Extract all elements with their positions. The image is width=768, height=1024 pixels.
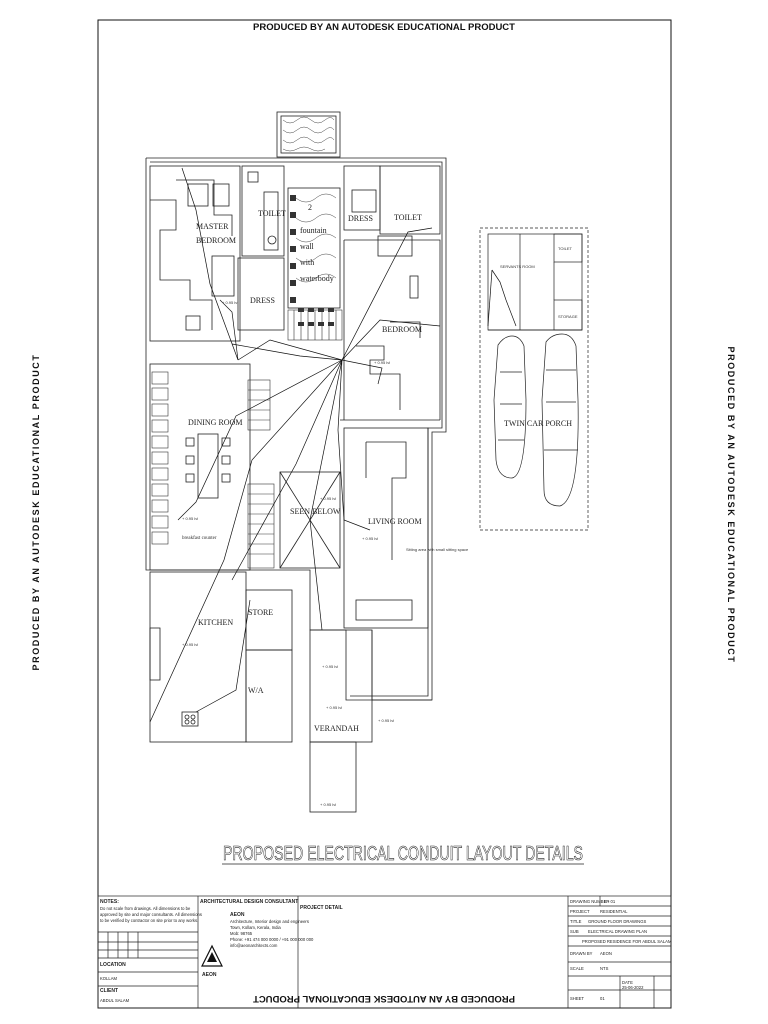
car-porch-annex [479, 227, 589, 531]
consultant-line-2: Town, Kollam, Kerala, India [230, 925, 281, 930]
sheet-value-1: E - 01 [604, 899, 616, 904]
watermark-top: PRODUCED BY AN AUTODESK EDUCATIONAL PROD… [253, 22, 515, 33]
courtyard-label-2: wall [300, 242, 315, 251]
sheet-label-8: DATE [622, 980, 633, 985]
point-tag: + 0.95 lvl [182, 642, 198, 647]
sheet-value-4: ELECTRICAL DRAWING PLAN [588, 929, 647, 934]
sheet-label-2: PROJECT [570, 909, 590, 914]
sheet-value-6: AEON [600, 951, 612, 956]
point-tag: + 0.95 lvl [182, 516, 198, 521]
point-tag: + 0.95 lvl [362, 536, 378, 541]
consultant-line-3: Mob: 98765 [230, 931, 253, 936]
room-label-store: STORE [248, 608, 273, 617]
room-label-dining: DINING ROOM [188, 418, 242, 427]
client-name: ABDUL SALAM [100, 998, 130, 1003]
point-tag: + 0.95 lvl [326, 705, 342, 710]
room-label-master-1: MASTER [196, 222, 229, 231]
roof-hatch [282, 116, 337, 283]
label-seen-below: SEEN BELOW [290, 507, 341, 516]
consultant-heading: ARCHITECTURAL DESIGN CONSULTANT [200, 899, 298, 905]
room-label-living: LIVING ROOM [368, 517, 422, 526]
sheet-label-7: SCALE [570, 966, 584, 971]
location-heading: LOCATION [100, 962, 126, 968]
room-label-kitchen: KITCHEN [198, 618, 233, 627]
courtyard-label-3: with [300, 258, 314, 267]
logo-text: AEON [202, 972, 217, 978]
sheet-value-2: RESIDENTIAL [600, 909, 628, 914]
drawing-title: PROPOSED ELECTRICAL CONDUIT LAYOUT DETAI… [223, 843, 583, 865]
room-label-bedroom: BEDROOM [382, 325, 422, 334]
consultant-line-1: Architecture, Interior design and engine… [230, 919, 309, 924]
notes-line-2: approved by site and major consultants. … [100, 912, 202, 917]
project-heading: PROJECT DETAIL [300, 905, 343, 911]
courtyard-pattern [290, 195, 334, 326]
courtyard-label-4: waterbody [300, 274, 334, 283]
client-heading: CLIENT [100, 988, 118, 994]
courtyard-label-1: fountain [300, 226, 327, 235]
notes-line-1: Do not scale from drawings. All dimensio… [100, 906, 191, 911]
sheet-label-4: SUB [570, 929, 579, 934]
sheet-label-6: DRAWN BY [570, 951, 593, 956]
room-label-servants: SERVANTS ROOM [500, 264, 535, 269]
courtyard-number: 2 [308, 203, 312, 212]
sheet-label-1: DRAWING NUMBER [570, 899, 609, 904]
room-label-master-2: BEDROOM [196, 236, 236, 245]
location-value: KOLLAM [100, 976, 118, 981]
point-tag: + 0.95 lvl [322, 664, 338, 669]
room-label-dress-left: DRESS [250, 296, 275, 305]
room-label-toilet-small: TOILET [558, 246, 572, 251]
room-label-toilet-right: TOILET [394, 213, 422, 222]
consultant-line-4: Phone: +91 474 000 0000 / +91 000 000 00… [230, 937, 314, 942]
consultant-line-5: info@aeonarchitects.com [230, 943, 278, 948]
sheet-value-7: NTS [600, 966, 609, 971]
title-block-frame [97, 895, 672, 1009]
room-label-verandah: VERANDAH [314, 724, 359, 733]
conduit-lines [149, 167, 517, 723]
sheet-label-3: TITLE [570, 919, 582, 924]
label-breakfast-counter: breakfast counter [182, 536, 217, 541]
sheet-label-9: SHEET [570, 996, 584, 1001]
point-tag: + 0.95 lvl [374, 360, 390, 365]
room-label-toilet-left: TOILET [258, 209, 286, 218]
sheet-value-3: GROUND FLOOR DRAWINGS [588, 919, 646, 924]
sheet-value-8: 25-06-2022 [622, 985, 644, 990]
notes-line-3: to be verified by contractor on site pri… [100, 918, 198, 923]
label-sitting-note: Sitting area with small sitting space [406, 547, 469, 552]
consultant-logo-icon [201, 944, 223, 967]
room-label-car-porch: TWIN CAR PORCH [504, 419, 572, 428]
point-tag: + 0.95 lvl [222, 300, 238, 305]
room-label-dress-right: DRESS [348, 214, 373, 223]
sheet-value-9: 01 [600, 996, 605, 1001]
point-tag: + 0.95 lvl [378, 718, 394, 723]
room-label-wa: W/A [248, 686, 264, 695]
room-label-storage: STORAGE [558, 314, 578, 319]
sheet-value-5: PROPOSED RESIDENCE FOR ABDUL SALAM [582, 939, 672, 944]
notes-heading: NOTES: [100, 899, 119, 905]
point-tag: + 0.95 lvl [320, 496, 336, 501]
consultant-name: AEON [230, 912, 245, 918]
point-tag: + 0.95 lvl [320, 802, 336, 807]
